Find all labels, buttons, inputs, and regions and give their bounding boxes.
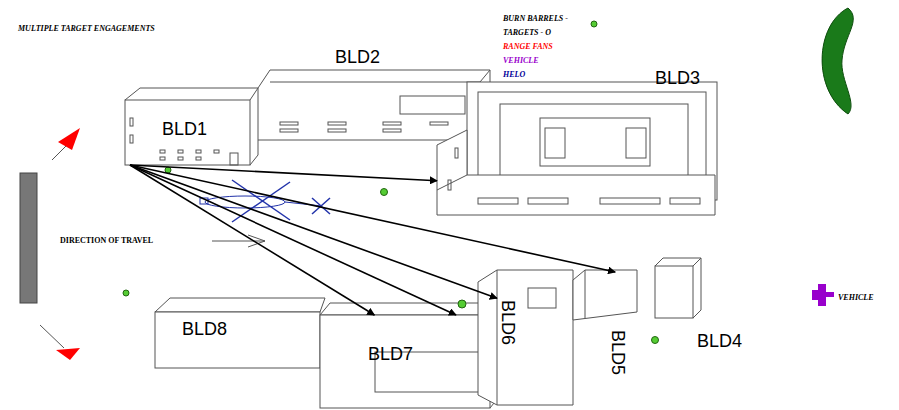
legend-text: HELO [503, 70, 525, 79]
building-label: BLD2 [335, 48, 380, 66]
building-label: BLD3 [655, 69, 700, 87]
vehicle-label: VEHICLE [838, 294, 874, 302]
legend-text: VEHICLE [503, 56, 539, 65]
building-label: BLD1 [162, 120, 207, 138]
diagram-title: MULTIPLE TARGET ENGAGEMENTS [18, 25, 155, 33]
legend-color: HELO [503, 63, 525, 81]
building-label: BLD6 [499, 300, 517, 345]
building-label: BLD7 [368, 345, 413, 363]
legend-entry: TARGETS - O [503, 21, 551, 39]
legend-color: VEHICLE [503, 49, 539, 67]
building-node: BLD1 [125, 100, 250, 165]
legend-text: RANGE FANS [503, 42, 553, 51]
building-node: BLD2 [255, 40, 480, 140]
legend-text: BURN BARRELS - [503, 14, 568, 23]
legend-entry: VEHICLE [503, 49, 539, 67]
building-label: BLD4 [697, 332, 742, 350]
legend-text: TARGETS - O [503, 28, 551, 37]
engagement-arrow [130, 165, 615, 272]
direction-label: DIRECTION OF TRAVEL [60, 237, 153, 245]
legend-entry: BURN BARRELS - [503, 7, 568, 25]
building-node: BLD6 [497, 270, 573, 405]
building-node: BLD8 [155, 312, 320, 368]
engagement-arrow [130, 165, 374, 315]
building-node: BLD3 [437, 66, 718, 215]
building-label: BLD5 [609, 330, 627, 375]
engagement-arrow [130, 165, 437, 181]
legend-entry: RANGE FANS [503, 35, 553, 53]
building-node: BLD7 [320, 315, 490, 408]
legend-entry: HELO [503, 63, 525, 81]
building-node: BLD4 [655, 258, 750, 355]
engagement-arrow [130, 165, 456, 315]
building-label: BLD8 [182, 320, 227, 338]
building-node: BLD5 [573, 272, 640, 405]
legend-color: RANGE FANS [503, 35, 553, 53]
